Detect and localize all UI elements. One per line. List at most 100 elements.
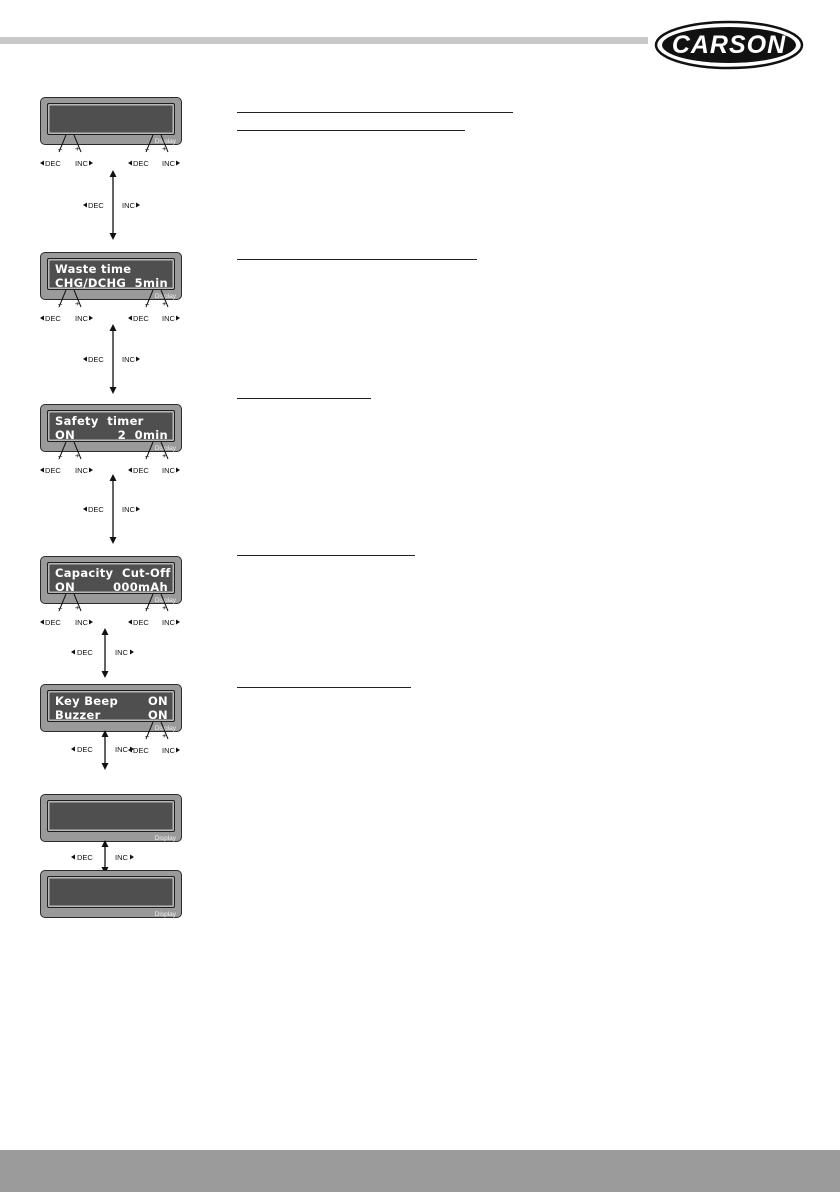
dec-label: DEC (77, 648, 93, 657)
inc-label: INC (162, 466, 176, 475)
inc-label: INC (162, 618, 176, 627)
lcd-display-waste-time: Waste time CHG/DCHG 5min Display (40, 252, 182, 300)
navigation-arrow-4: DEC INC (71, 628, 134, 678)
inc-label: INC (75, 314, 89, 323)
logo-text: CARSON (672, 31, 786, 59)
minus-sign: – (145, 731, 150, 740)
lcd-line1: Safety timer (55, 414, 144, 428)
plus-sign: + (75, 299, 80, 308)
minus-sign: – (145, 603, 150, 612)
lcd-screen (47, 103, 175, 135)
display-label: Display (154, 445, 176, 452)
lcd-line1: Capacity Cut-Off (55, 566, 171, 580)
display-label: Display (154, 835, 176, 842)
header-rule (0, 37, 648, 44)
dec-label: DEC (45, 618, 61, 627)
display-label: Display (154, 911, 176, 918)
heading-underline-5 (237, 687, 411, 688)
lcd-line1-value: ON (147, 694, 168, 708)
lcd-line2-value: 2 0min (117, 428, 168, 442)
plus-sign: + (75, 451, 80, 460)
lcd-screen: Capacity Cut-Off ON 000mAh (47, 562, 175, 594)
plus-sign: + (75, 144, 80, 153)
minus-sign: – (58, 451, 63, 460)
dec-label: DEC (88, 355, 104, 364)
dec-label: DEC (77, 745, 93, 754)
plus-sign: + (162, 144, 167, 153)
plus-sign: + (162, 603, 167, 612)
heading-underline-2 (237, 259, 477, 260)
plus-sign: + (162, 451, 167, 460)
heading-underline-3 (237, 398, 371, 399)
inc-label: INC (75, 618, 89, 627)
dec-label: DEC (133, 746, 149, 755)
button-legend-left-right: – + – + DEC INC DEC INC (40, 134, 180, 168)
lcd-display-capacity-cut-off: Capacity Cut-Off ON 000mAh Display (40, 556, 182, 604)
display-label: Display (154, 293, 176, 300)
minus-sign: – (145, 144, 150, 153)
inc-label: INC (162, 746, 176, 755)
minus-sign: – (58, 144, 63, 153)
lcd-line2: CHG/DCHG (55, 276, 127, 290)
lcd-screen: Waste time CHG/DCHG 5min (47, 258, 175, 290)
dec-label: DEC (133, 314, 149, 323)
button-legend-left-right: – + – + DEC INC DEC INC (40, 289, 180, 323)
inc-label: INC (122, 505, 136, 514)
dec-label: DEC (88, 201, 104, 210)
inc-label: INC (162, 159, 176, 168)
lcd-line1: Waste time (55, 262, 132, 276)
button-legend-left-right: – + – + DEC INC DEC INC (40, 441, 180, 475)
inc-label: INC (115, 648, 129, 657)
lcd-line2: Buzzer (55, 708, 101, 722)
dec-label: DEC (133, 618, 149, 627)
dec-label: DEC (45, 466, 61, 475)
lcd-display-safety-timer: Safety timer ON 2 0min Display (40, 404, 182, 452)
lcd-screen (47, 800, 175, 832)
display-label: Display (154, 597, 176, 604)
dec-label: DEC (133, 466, 149, 475)
inc-label: INC (122, 355, 136, 364)
inc-label: INC (115, 745, 129, 754)
navigation-arrow-1: DEC INC (83, 170, 140, 240)
lcd-line2: ON (55, 580, 76, 594)
display-label: Display (154, 138, 176, 145)
lcd-line2: ON (55, 428, 76, 442)
heading-underline-1a (237, 112, 513, 113)
lcd-screen (47, 876, 175, 908)
inc-label: INC (162, 314, 176, 323)
dec-label: DEC (77, 853, 93, 862)
inc-label: INC (122, 201, 136, 210)
display-label: Display (154, 725, 176, 732)
minus-sign: – (145, 451, 150, 460)
carson-logo: CARSON (654, 18, 804, 72)
lcd-line2-value: 000mAh (113, 580, 168, 594)
lcd-display-blank-3: Display (40, 870, 182, 918)
footer-bar (0, 1150, 840, 1192)
button-legend-left-right: – + – + DEC INC DEC INC (40, 593, 180, 627)
navigation-arrow-2: DEC INC (83, 324, 140, 394)
dec-label: DEC (88, 505, 104, 514)
lcd-line1: Key Beep (55, 694, 119, 708)
navigation-arrow-3: DEC INC (83, 474, 140, 544)
lcd-display-blank-1: Display (40, 97, 182, 145)
minus-sign: – (58, 603, 63, 612)
navigation-arrow-5: DEC INC (71, 730, 134, 770)
lcd-screen: Safety timer ON 2 0min (47, 410, 175, 442)
plus-sign: + (162, 299, 167, 308)
lcd-line2-value: ON (147, 708, 168, 722)
dec-label: DEC (45, 314, 61, 323)
plus-sign: + (162, 731, 167, 740)
minus-sign: – (58, 299, 63, 308)
lcd-display-blank-2: Display (40, 794, 182, 842)
minus-sign: – (145, 299, 150, 308)
heading-underline-4 (237, 555, 415, 556)
plus-sign: + (75, 603, 80, 612)
inc-label: INC (75, 159, 89, 168)
dec-label: DEC (133, 159, 149, 168)
dec-label: DEC (45, 159, 61, 168)
lcd-line2-value: 5min (134, 276, 168, 290)
inc-label: INC (115, 853, 129, 862)
navigation-arrow-6: DEC INC (71, 840, 134, 874)
